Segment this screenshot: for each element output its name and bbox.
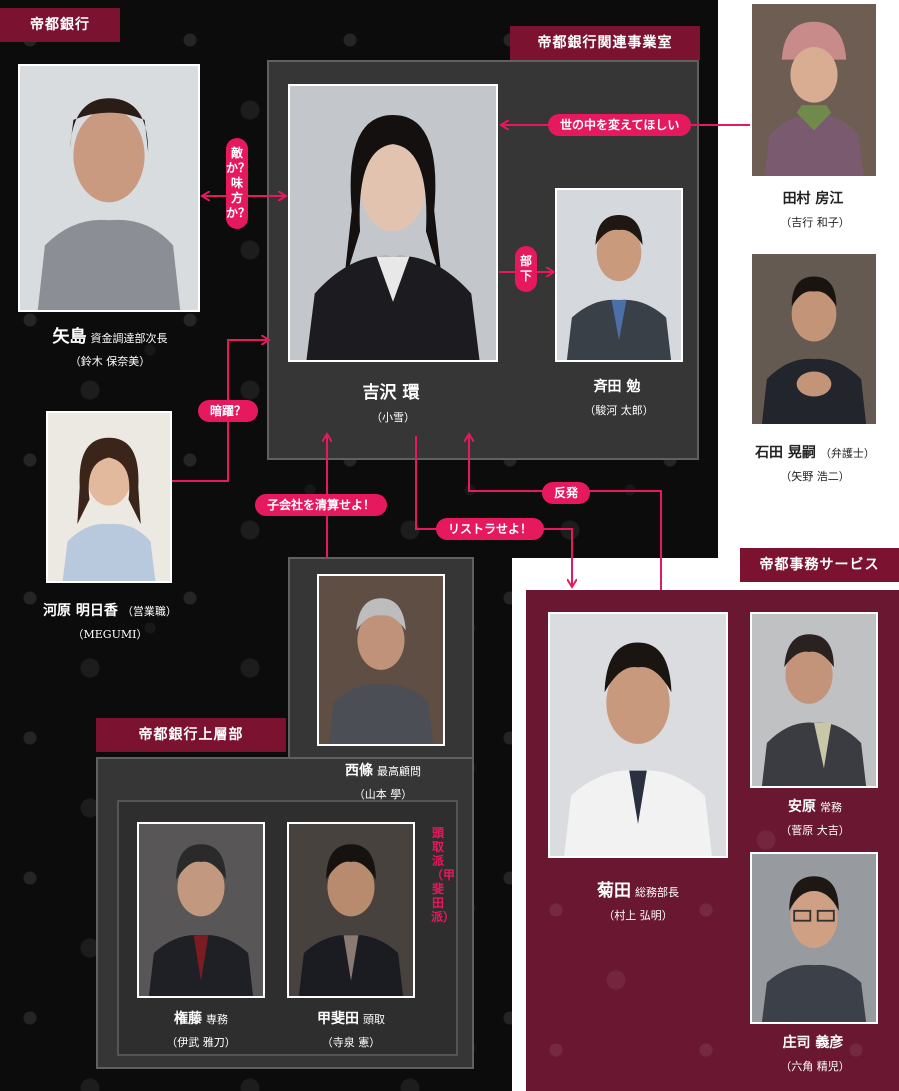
yoshizawa-caption: 吉沢 環 （小雪） — [293, 378, 493, 425]
kawahara-caption: 河原 明日香（営業職） （MEGUMI） — [10, 600, 210, 642]
kawahara-actor: （MEGUMI） — [72, 628, 148, 641]
label-tekamikata: 敵か？味方か？ — [226, 138, 250, 229]
kawahara-name: 河原 明日香 — [43, 603, 118, 619]
ishida-role: （弁護士） — [819, 447, 875, 460]
tamura-photo — [750, 2, 878, 178]
saida-actor: （駿河 太郎） — [584, 404, 654, 417]
yoshizawa-name: 吉沢 環 — [362, 383, 420, 403]
tamura-name: 田村 房江 — [782, 191, 844, 207]
portrait-icon — [289, 824, 413, 996]
portrait-icon — [752, 614, 876, 786]
saijo-caption: 西條最高顧問 （山本 學） — [298, 760, 468, 802]
kikuta-photo — [548, 612, 728, 858]
saida-name: 斉田 勉 — [593, 379, 641, 395]
kawahara-photo — [46, 411, 172, 583]
kaida-name: 甲斐田 — [317, 1011, 359, 1027]
label-yononaka: 世の中を変えてほしい — [548, 114, 692, 136]
label-kogaisha: 子会社を清算せよ！ — [255, 494, 388, 516]
portrait-icon — [752, 4, 876, 176]
yasuhara-photo — [750, 612, 878, 788]
yasuhara-name: 安原 — [788, 799, 816, 815]
group-tab-kanren: 帝都銀行関連事業室 — [510, 26, 700, 60]
yasuhara-actor: （菅原 大吉） — [780, 824, 850, 837]
tamura-caption: 田村 房江 （吉行 和子） — [740, 188, 890, 230]
saijo-actor: （山本 學） — [353, 788, 413, 801]
saijo-name: 西條 — [345, 763, 373, 779]
portrait-icon — [48, 413, 170, 581]
gondo-photo — [137, 822, 265, 998]
gondo-caption: 権藤専務 （伊武 雅刀） — [126, 1008, 276, 1050]
shoji-name: 庄司 義彦 — [782, 1035, 844, 1051]
portrait-icon — [139, 824, 263, 996]
yajima-actor: （鈴木 保奈美） — [69, 355, 151, 368]
yasuhara-caption: 安原常務 （菅原 大吉） — [740, 796, 890, 838]
kaida-photo — [287, 822, 415, 998]
shoji-actor: （六角 精児） — [780, 1060, 850, 1073]
ishida-name: 石田 晃嗣 — [755, 445, 816, 461]
portrait-icon — [20, 66, 198, 310]
ishida-photo — [750, 252, 878, 426]
yoshizawa-actor: （小雪） — [371, 411, 415, 424]
group-tab-joso: 帝都銀行上層部 — [96, 718, 286, 752]
kikuta-role: 総務部長 — [635, 886, 679, 899]
kaida-actor: （寺泉 憲） — [321, 1036, 381, 1049]
ishida-actor: （矢野 浩二） — [780, 470, 850, 483]
kikuta-actor: （村上 弘明） — [603, 909, 673, 922]
kaida-caption: 甲斐田頭取 （寺泉 憲） — [276, 1008, 426, 1050]
yoshizawa-photo — [288, 84, 498, 362]
kaida-role: 頭取 — [363, 1013, 385, 1026]
yajima-role: 資金調達部次長 — [90, 332, 168, 345]
shoji-caption: 庄司 義彦 （六角 精児） — [740, 1032, 890, 1074]
shoji-photo — [750, 852, 878, 1024]
yasuhara-role: 常務 — [820, 801, 842, 814]
portrait-icon — [752, 854, 876, 1022]
yajima-caption: 矢島資金調達部次長 （鈴木 保奈美） — [10, 322, 210, 369]
gondo-name: 権藤 — [174, 1011, 202, 1027]
saijo-photo — [317, 574, 445, 746]
kikuta-name: 菊田 — [597, 881, 631, 901]
label-hanpatsu: 反発 — [542, 482, 591, 504]
tamura-actor: （吉行 和子） — [780, 216, 850, 229]
gondo-role: 専務 — [206, 1013, 228, 1026]
label-anyaku: 暗躍？ — [198, 400, 259, 422]
portrait-icon — [550, 614, 726, 856]
ishida-caption: 石田 晃嗣（弁護士） （矢野 浩二） — [740, 442, 890, 484]
portrait-icon — [290, 86, 496, 360]
saida-caption: 斉田 勉 （駿河 太郎） — [555, 376, 683, 418]
saijo-role: 最高顧問 — [377, 765, 421, 778]
kawahara-role: （営業職） — [121, 605, 177, 618]
kikuta-caption: 菊田総務部長 （村上 弘明） — [548, 876, 728, 923]
yajima-name: 矢島 — [52, 327, 87, 347]
portrait-icon — [319, 576, 443, 744]
portrait-icon — [752, 254, 876, 424]
yajima-photo — [18, 64, 200, 312]
saida-photo — [555, 188, 683, 362]
faction-label: 頭取派（甲斐田派） — [431, 826, 456, 924]
label-buka: 部下 — [515, 246, 537, 292]
group-tab-jimu: 帝都事務サービス — [740, 548, 899, 582]
portrait-icon — [557, 190, 681, 360]
group-tab-teito: 帝都銀行 — [0, 8, 120, 42]
label-restra: リストラせよ！ — [436, 518, 545, 540]
gondo-actor: （伊武 雅刀） — [166, 1036, 236, 1049]
